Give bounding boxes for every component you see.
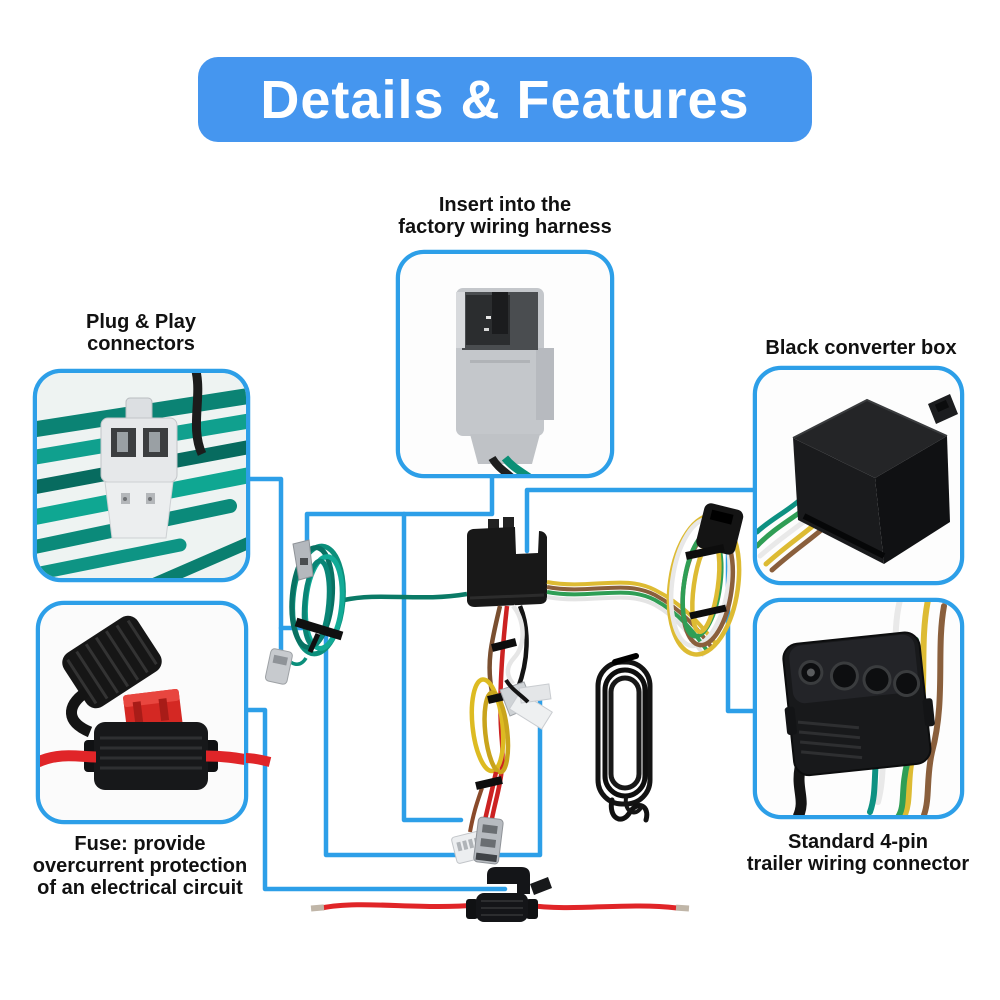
page-title: Details & Features xyxy=(260,69,750,130)
lower-gray-plug xyxy=(473,816,504,865)
callout-label-four-pin: Standard 4-pin trailer wiring connector xyxy=(728,831,988,875)
label-line: Fuse: provide xyxy=(74,833,206,855)
four-pin-plug-top xyxy=(696,503,744,555)
green-wire-bundle xyxy=(264,539,468,685)
fuse-photo-wire-overhang xyxy=(245,753,272,767)
line-converter-callout xyxy=(524,487,757,554)
label-line: factory wiring harness xyxy=(398,216,612,238)
line-plugplay-to-small-plug xyxy=(245,476,284,653)
factory-harness-plug-photo xyxy=(400,254,610,474)
converter-box xyxy=(467,517,547,607)
fuse-holder-photo xyxy=(40,605,244,820)
four-pin-connector-photo xyxy=(757,602,960,815)
tap-connector xyxy=(499,678,553,730)
label-line: of an electrical circuit xyxy=(37,877,243,899)
label-line: Standard 4-pin xyxy=(787,831,928,853)
center-harness-photo xyxy=(264,503,744,922)
inline-fuse-red-wire xyxy=(310,867,690,922)
label-line: overcurrent protection xyxy=(32,855,248,877)
callout-label-converter-box: Black converter box xyxy=(731,337,991,359)
label-line: trailer wiring connector xyxy=(746,853,970,875)
label-line: Plug & Play xyxy=(85,311,197,333)
four-pin-wire-bundle xyxy=(666,503,744,657)
power-wire-bundle xyxy=(451,604,553,865)
callout-label-plug-and-play: Plug & Play connectors xyxy=(21,311,261,355)
line-fusebox-to-inline-fuse xyxy=(241,707,508,892)
plug-and-play-photo xyxy=(37,373,246,578)
label-line: Insert into the xyxy=(438,194,572,216)
line-factory-to-green-bundle xyxy=(304,473,495,544)
wire-coil xyxy=(595,653,653,823)
converter-box-photo xyxy=(757,370,960,581)
label-line: Black converter box xyxy=(765,337,957,359)
label-line: connectors xyxy=(87,333,195,355)
small-gray-plug xyxy=(264,648,293,685)
callout-label-factory-harness: Insert into the factory wiring harness xyxy=(375,194,635,238)
title-banner: Details & Features xyxy=(198,57,812,142)
callout-label-fuse: Fuse: provide overcurrent protection of … xyxy=(10,833,270,899)
line-factory-to-lower-plug xyxy=(401,511,464,823)
